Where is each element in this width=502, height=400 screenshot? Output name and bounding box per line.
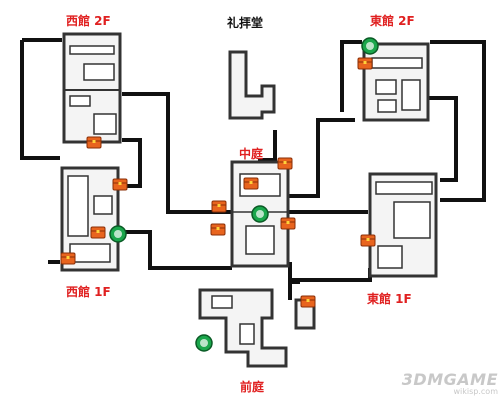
room-east-1f bbox=[368, 172, 438, 278]
room-courtyard bbox=[230, 160, 290, 268]
room-east-2f bbox=[362, 42, 430, 122]
treasure-chest-icon[interactable] bbox=[60, 252, 76, 265]
label-east-2f: 東館 2F bbox=[370, 14, 415, 28]
save-point-icon[interactable] bbox=[109, 225, 127, 243]
path-east2f-mid bbox=[425, 96, 458, 182]
save-point-icon[interactable] bbox=[361, 37, 379, 55]
path-west2f-to-west1f bbox=[20, 40, 60, 160]
label-east-1f: 東館 1F bbox=[367, 292, 412, 306]
treasure-chest-icon[interactable] bbox=[280, 217, 296, 230]
connection-paths bbox=[20, 38, 486, 300]
watermark-brand: 3DMGAME bbox=[401, 370, 498, 389]
room-front-garden bbox=[198, 288, 316, 368]
treasure-chest-icon[interactable] bbox=[211, 200, 227, 213]
label-front-garden: 前庭 bbox=[240, 380, 265, 394]
path-east1f-to-front bbox=[288, 268, 372, 300]
treasure-chest-icon[interactable] bbox=[300, 295, 316, 308]
room-chapel bbox=[228, 50, 276, 120]
treasure-chest-icon[interactable] bbox=[90, 226, 106, 239]
label-west-1f: 西館 1F bbox=[66, 285, 111, 299]
treasure-chest-icon[interactable] bbox=[360, 234, 376, 247]
label-chapel: 礼拝堂 bbox=[227, 16, 264, 30]
path-chapel-to-courtyard bbox=[258, 130, 277, 162]
treasure-chest-icon[interactable] bbox=[112, 178, 128, 191]
path-west1f-to-courtyard bbox=[122, 230, 232, 270]
treasure-chest-icon[interactable] bbox=[210, 223, 226, 236]
label-courtyard: 中庭 bbox=[239, 147, 264, 161]
path-courtyard-to-east2f bbox=[288, 118, 355, 198]
room-west-2f bbox=[62, 32, 122, 144]
rooms bbox=[60, 32, 438, 368]
watermark: 3DMGAME wikisp.com bbox=[402, 370, 498, 396]
path-east2f-right bbox=[430, 40, 486, 202]
save-point-icon[interactable] bbox=[251, 205, 269, 223]
path-east2f-loop bbox=[340, 40, 362, 112]
treasure-chest-icon[interactable] bbox=[86, 136, 102, 149]
path-west2f-to-courtyard bbox=[122, 92, 232, 214]
treasure-chest-icon[interactable] bbox=[277, 157, 293, 170]
treasure-chest-icon[interactable] bbox=[357, 57, 373, 70]
treasure-chest-icon[interactable] bbox=[243, 177, 259, 190]
path-west1f-to-west2f bbox=[118, 138, 142, 188]
label-west-2f: 西館 2F bbox=[66, 14, 111, 28]
watermark-site: wikisp.com bbox=[453, 387, 499, 396]
save-point-icon[interactable] bbox=[195, 334, 213, 352]
